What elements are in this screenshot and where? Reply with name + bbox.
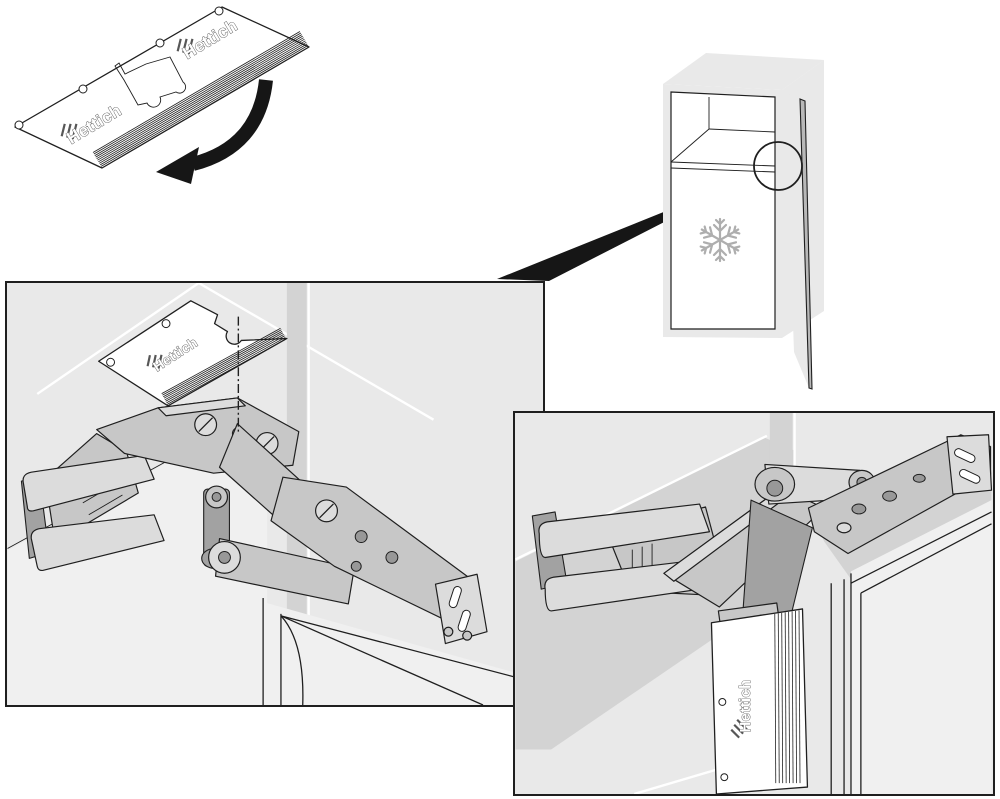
hinge-mechanism [20,397,488,645]
plate-hatch-band [774,610,801,784]
cabinet-figure [497,53,824,390]
hinge-mechanism [531,434,993,666]
cover-plate-figure: Hettich Hettich [14,6,310,184]
cover-plate: Hettich Hettich [14,6,310,184]
screw [315,499,339,523]
brand-text: Hettich [738,679,754,732]
hinge-mounted-drawing: Hettich [515,413,993,794]
detail-view-alignment: Hettich [5,281,545,707]
cover-plate-small: Hettich [98,300,288,434]
interior-shelf-lines [670,97,776,173]
plate-hatch-band [161,327,287,405]
door-panel [262,598,539,705]
plate-hatch-band [92,31,309,167]
plate-holes [14,6,224,130]
snowflake-icon [699,217,741,263]
hinge-alignment-drawing: Hettich [7,283,543,705]
plate-cutout [114,56,187,108]
brand-logo: Hettich [730,679,754,739]
open-door [785,92,813,390]
flip-arrow-icon [156,79,273,184]
detail-view-mounted: Hettich [513,411,995,796]
cover-plate-mounted: Hettich [710,608,809,794]
freezer-cabinet [663,53,824,390]
screw [194,413,218,437]
detail-circle [753,141,803,191]
